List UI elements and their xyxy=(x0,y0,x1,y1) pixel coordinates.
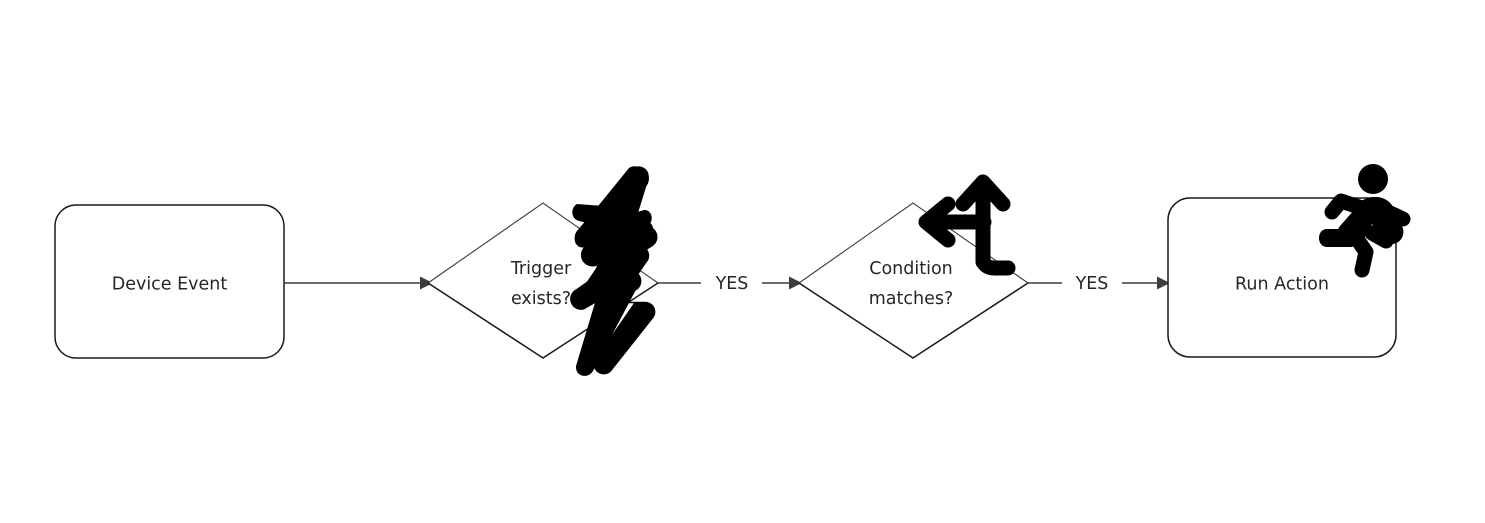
device-event-shape[interactable] xyxy=(54,204,285,359)
node-device-event[interactable]: Device Event xyxy=(54,204,285,359)
node-condition-matches[interactable]: Condition matches? xyxy=(798,174,1029,359)
condition-matches-label-line2: matches? xyxy=(869,289,954,309)
trigger-exists-label-line2: exists? xyxy=(511,289,571,309)
run-action-label: Run Action xyxy=(1235,275,1329,295)
node-run-action[interactable]: Run Action xyxy=(1167,164,1411,358)
edge-2-arrowhead xyxy=(789,276,802,290)
edge-device-event-to-trigger xyxy=(284,276,433,290)
edge-condition-to-run-action: YES xyxy=(1028,274,1170,294)
running-person-icon xyxy=(1319,164,1411,278)
branch-arrows-icon xyxy=(918,174,1016,276)
edge-3-arrowhead xyxy=(1157,276,1170,290)
device-event-label: Device Event xyxy=(112,275,228,295)
node-trigger-exists[interactable]: Trigger exists? xyxy=(427,166,659,376)
lightning-bolt-icon-body xyxy=(572,166,654,299)
edge-trigger-to-condition: YES xyxy=(658,274,802,294)
edge-3-label-yes: YES xyxy=(1075,274,1109,294)
condition-matches-label-line1: Condition xyxy=(869,259,953,279)
condition-diamond-bottom-edges xyxy=(798,282,1029,359)
edge-2-label-yes: YES xyxy=(715,274,749,294)
edge-1-arrowhead xyxy=(420,276,433,290)
trigger-exists-label-line1: Trigger xyxy=(510,259,572,279)
